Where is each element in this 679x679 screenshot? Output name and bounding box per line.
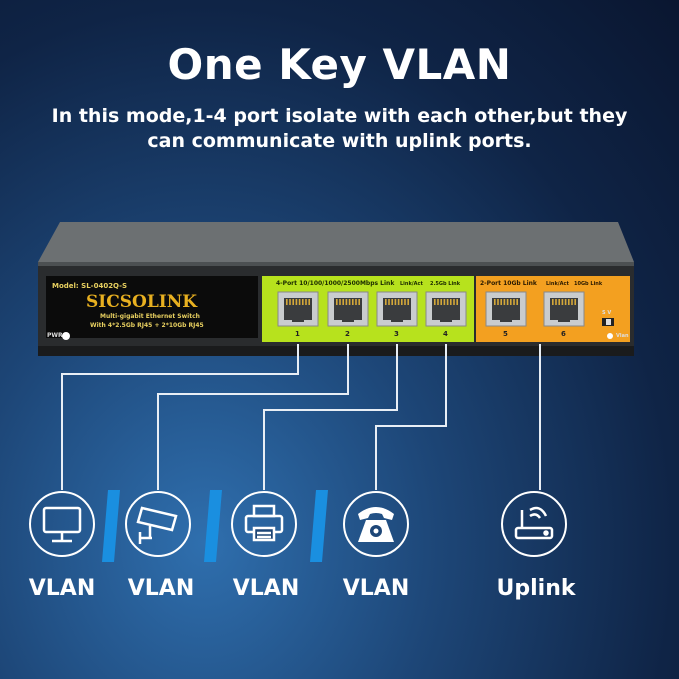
sv-label: S V [602, 310, 612, 316]
port-number: 1 [295, 330, 300, 338]
port-number: 5 [503, 330, 508, 338]
switch-desc2: With 4*2.5Gb RJ45 + 2*10Gb RJ45 [90, 322, 204, 329]
connection-lines [61, 344, 541, 490]
group1-led1: Link/Act [400, 281, 423, 287]
monitor-icon [42, 506, 82, 543]
switch-top [38, 222, 634, 262]
printer-icon [244, 504, 284, 542]
camera-icon [136, 506, 178, 544]
switch-brand: SICSOLINK [86, 292, 198, 312]
rj45-port-1[interactable] [277, 291, 319, 327]
device-label-telephone: VLAN [342, 576, 410, 601]
rj45-port-3[interactable] [376, 291, 418, 327]
label-panel [46, 276, 258, 338]
port-number: 2 [345, 330, 350, 338]
group2-led1: Link/Act [546, 281, 569, 287]
page-subtitle: In this mode,1-4 port isolate with each … [51, 105, 628, 152]
telephone-circle [343, 491, 409, 557]
divider-bar [204, 490, 222, 562]
group2-led2: 10Gb Link [574, 281, 603, 287]
monitor-circle [29, 491, 95, 557]
device-label-printer: VLAN [232, 576, 300, 601]
group1-label: 4-Port 10/100/1000/2500Mbps Link [276, 280, 395, 287]
switch-model: Model: SL-0402Q-S [52, 282, 128, 290]
router-icon [514, 506, 554, 540]
printer-circle [231, 491, 297, 557]
vlan-switch-label: Vlan [616, 333, 629, 339]
port-number: 3 [394, 330, 399, 338]
rj45-port-2[interactable] [327, 291, 369, 327]
port-number: 4 [443, 330, 448, 338]
divider-bar [102, 490, 120, 562]
port-number: 6 [561, 330, 566, 338]
group2-label: 2-Port 10Gb Link [480, 280, 537, 287]
divider-bar [310, 490, 328, 562]
pwr-label: PWR [47, 332, 63, 339]
rj45-port-4[interactable] [425, 291, 467, 327]
camera-circle [125, 491, 191, 557]
rj45-port-6[interactable] [543, 291, 585, 327]
rj45-port-5[interactable] [485, 291, 527, 327]
group1-led2: 2.5Gb Link [430, 281, 461, 287]
telephone-icon [358, 507, 394, 542]
device-label-router: Uplink [496, 576, 576, 601]
device-label-camera: VLAN [127, 576, 195, 601]
switch-desc1: Multi-gigabit Ethernet Switch [100, 313, 200, 320]
router-circle [501, 491, 567, 557]
pwr-led [62, 332, 70, 340]
page-title: One Key VLAN [167, 40, 512, 89]
device-label-monitor: VLAN [28, 576, 96, 601]
